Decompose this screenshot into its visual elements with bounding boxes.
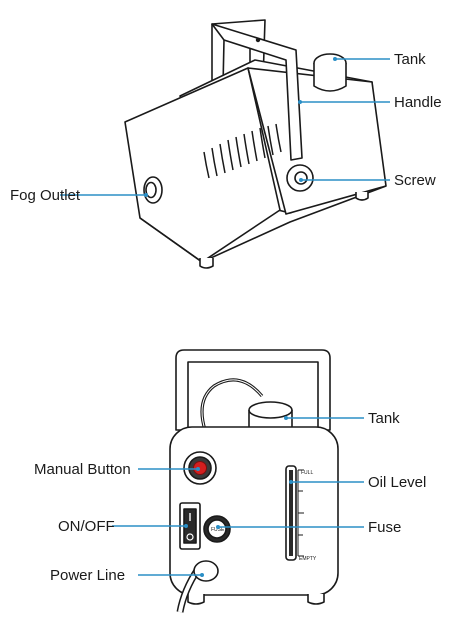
leader-dot bbox=[289, 480, 293, 484]
handle-hole bbox=[255, 37, 261, 43]
power-cord-grommet bbox=[193, 560, 219, 582]
label-tank-top: Tank bbox=[394, 51, 426, 68]
handle-front-arm bbox=[211, 23, 303, 161]
leader-dot bbox=[200, 573, 204, 577]
bottom-leaders bbox=[112, 416, 364, 577]
switch-off-mark bbox=[186, 533, 194, 541]
top-leaders bbox=[60, 57, 390, 197]
fuse-cap bbox=[207, 519, 227, 539]
foot-rear bbox=[355, 192, 369, 201]
leader-dot bbox=[216, 525, 220, 529]
label-manual-button: Manual Button bbox=[34, 461, 131, 478]
leader-dot bbox=[298, 100, 302, 104]
label-power-line: Power Line bbox=[50, 567, 125, 584]
fuse-text: FUSE bbox=[211, 527, 225, 533]
leader-dot bbox=[196, 467, 200, 471]
label-fog-outlet: Fog Outlet bbox=[10, 187, 81, 204]
body-bottom-edge bbox=[139, 185, 387, 263]
rear-foot-right bbox=[307, 594, 325, 605]
leader-dot bbox=[299, 178, 303, 182]
leader-dot bbox=[144, 193, 148, 197]
label-on-off: ON/OFF bbox=[58, 518, 115, 535]
label-tank-rear: Tank bbox=[368, 410, 400, 427]
rear-foot-left bbox=[187, 594, 205, 605]
fog-machine-side-view bbox=[124, 19, 387, 269]
leader-dot bbox=[284, 416, 288, 420]
tank-body bbox=[313, 63, 347, 92]
fog-outlet-inner bbox=[145, 181, 157, 199]
label-fuse: Fuse bbox=[368, 519, 401, 536]
label-screw: Screw bbox=[394, 172, 436, 189]
label-handle: Handle bbox=[394, 94, 442, 111]
leader-dot bbox=[184, 524, 188, 528]
rear-tank-top bbox=[248, 401, 293, 419]
vent-slots bbox=[203, 123, 282, 179]
manual-button-red bbox=[193, 461, 207, 475]
foot-front bbox=[199, 258, 214, 269]
body-front-side bbox=[124, 67, 281, 263]
fog-machine-rear-view bbox=[169, 349, 339, 613]
gauge-empty-label: EMPTY bbox=[299, 556, 317, 562]
label-oil-level: Oil Level bbox=[368, 474, 426, 491]
leader-dot bbox=[333, 57, 337, 61]
hose-loop-inner bbox=[201, 379, 263, 431]
gauge-full-label: FULL bbox=[301, 470, 313, 476]
oil-level-column bbox=[289, 470, 293, 556]
